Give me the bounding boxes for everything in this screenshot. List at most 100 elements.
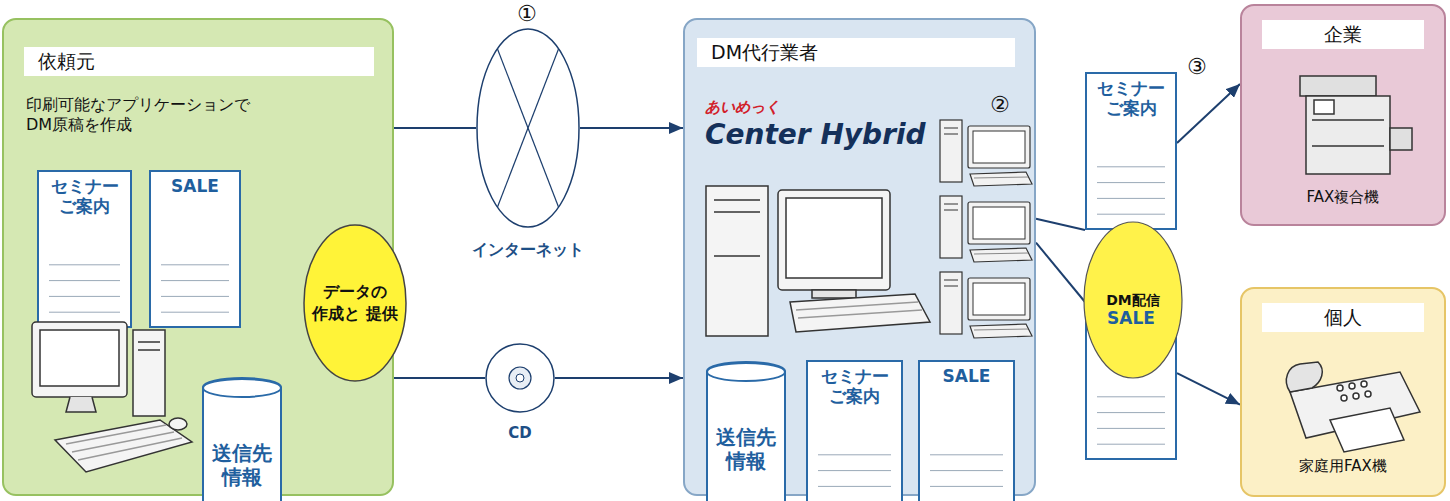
illustration-part [66,397,96,412]
node-title: 企業 [1262,20,1424,49]
shape-part [497,49,558,207]
process-circle-outline [303,224,407,382]
client-pc [32,322,192,472]
shape-part [509,367,531,389]
illustration-part [1286,362,1322,392]
shape-part [1097,396,1165,397]
illustration-part [1390,128,1412,150]
shape-part [1086,73,1176,229]
node-text: 家庭用FAX機 [1242,457,1444,477]
internet-ellipse: インターネット [466,28,590,268]
illustration-part [706,186,768,336]
illustration-part [1300,76,1376,96]
node-text: FAX複合機 [1242,188,1444,208]
shape-part [707,362,785,501]
connector-arrow [394,377,485,379]
shape-part [38,171,131,327]
document-icon: セミナー ご案内 [37,170,132,328]
node-title: 送信先 情報 [710,425,782,473]
illustration-part [798,310,922,318]
illustration-part [1361,381,1367,387]
connector-arrow [1177,373,1240,405]
shape-part [49,312,120,313]
shape-part [1097,428,1165,429]
home-fax [1286,362,1420,452]
shape-part [930,486,1003,487]
connector-arrow [1177,84,1240,143]
document-icon: SALE [149,170,241,328]
illustration-part [786,198,882,278]
node-title: SALE [171,177,219,197]
illustration-part [66,425,166,444]
illustration-part [790,294,930,332]
node-title: セミナー ご案内 [41,177,128,216]
node-title: SALE [943,367,991,387]
illustration-part [1312,145,1384,147]
node-title: CD [475,424,565,444]
illustration-part [940,120,1032,186]
illustration-part [1353,393,1359,399]
illustration-part [138,349,160,351]
connector-arrow [394,127,476,129]
shape-part [150,171,240,327]
shape-part [1097,198,1165,199]
node-title: データの 作成と 提供 [303,281,407,324]
illustration-part [138,341,160,343]
shape-part [516,374,524,382]
node-title: インターネット [466,240,590,261]
shape-part [161,280,229,281]
illustration-part [78,438,182,460]
client-terminals [940,120,1032,338]
node-title: SALE [1107,309,1155,329]
internet-ellipse-outline [476,28,580,228]
illustration-part [1330,408,1404,452]
database-cylinder: 送信先 情報 [202,378,282,501]
cd-disc: CD [475,340,565,455]
document-icon: セミナー ご案内 [1085,72,1177,230]
shape-part [930,454,1003,455]
illustration-part [1306,96,1390,174]
document-icon: SALE [918,360,1015,501]
shape-part [818,470,891,471]
node-title: セミナー ご案内 [1089,79,1173,118]
shape-part [930,470,1003,471]
cd-disc-outline [485,343,555,413]
node-title: 送信先 情報 [206,441,278,489]
shape-part [161,296,229,297]
illustration-part [796,302,918,310]
shape-part [1097,182,1165,183]
database-cylinder: 送信先 情報 [706,362,786,501]
connector-arrow [1036,243,1085,302]
node-text: Center Hybrid [705,117,935,153]
illustration-part [32,322,127,397]
shape-part [1097,444,1165,445]
illustration-part [778,190,890,290]
illustration-part [72,432,174,452]
illustration-part [714,211,760,213]
shape-part [807,361,902,501]
shape-part [161,312,229,313]
connector-arrow [1036,219,1085,230]
shape-part [497,49,558,207]
node-title: セミナー ご案内 [810,367,899,406]
shape-part [203,379,281,397]
shape-part [1084,222,1182,378]
illustration-part [40,330,119,386]
shape-part [49,264,120,265]
connector-arrow [580,127,683,129]
shape-part [161,264,229,265]
shape-part [1097,412,1165,413]
illustration-part [1312,119,1384,121]
shape-part [1097,214,1165,215]
shape-part [477,29,579,227]
illustration-part [812,290,856,298]
shape-part [919,361,1014,501]
shape-part [49,280,120,281]
shape-part [486,344,554,412]
node-title: DM配信 [1106,291,1160,309]
illustration-part [1341,395,1347,401]
illustration-part [1349,383,1355,389]
callout-number: ① [517,3,537,25]
shape-part [203,378,281,501]
